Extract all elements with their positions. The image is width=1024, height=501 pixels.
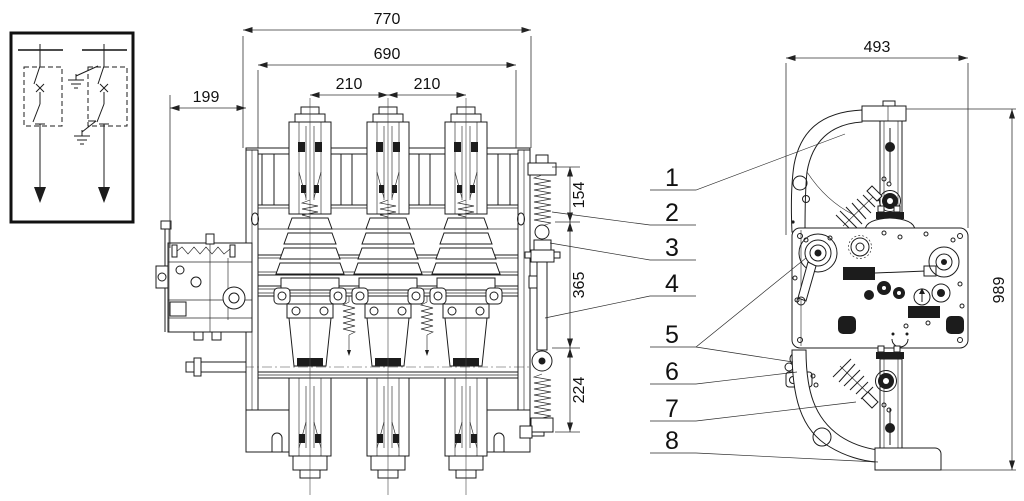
side-view: 493 989	[784, 39, 1016, 471]
side-dimensions: 493 989	[785, 39, 1016, 471]
part-label-6: 6	[665, 358, 679, 386]
mechanism-plate	[791, 227, 969, 349]
switch-symbol-right-with-earthing	[68, 44, 128, 203]
dim-493-label: 493	[864, 39, 891, 56]
dim-199-label: 199	[193, 89, 220, 106]
earth-symbol-bottom	[74, 120, 97, 145]
part-labels: 1 2 3 4 5 6 7 8	[544, 133, 879, 463]
pole-center	[351, 97, 425, 496]
dim-365-label: 365	[571, 272, 588, 299]
upper-contact-arm	[790, 109, 863, 236]
lower-insulator	[832, 358, 879, 409]
part-label-7: 7	[665, 395, 679, 423]
feeder-arrow-icon	[34, 187, 46, 203]
lower-post-and-insulator	[832, 345, 942, 471]
front-view: 770 690 210 210 199	[155, 11, 588, 496]
part-label-5: 5	[665, 321, 679, 349]
tension-spring-right	[420, 295, 434, 357]
dim-210-left-label: 210	[336, 76, 363, 93]
part-label-1: 1	[665, 164, 679, 192]
switch-blade	[536, 261, 548, 351]
tension-spring-left	[342, 295, 356, 357]
upper-insulator	[835, 185, 883, 234]
circuit-symbol-inset	[9, 31, 135, 224]
dim-224-label: 224	[571, 377, 588, 404]
part-label-4: 4	[665, 270, 679, 298]
part-label-2: 2	[665, 199, 679, 227]
side-foot	[874, 447, 942, 471]
dim-690-label: 690	[374, 46, 401, 63]
operating-rod	[185, 357, 247, 377]
operating-mechanism-box	[155, 220, 253, 377]
feeder-arrow-icon	[98, 187, 110, 203]
switch-symbol-left	[18, 44, 63, 203]
part-label-8: 8	[665, 427, 679, 455]
dim-210-right-label: 210	[414, 76, 441, 93]
dim-154-label: 154	[571, 182, 588, 209]
front-dimensions: 770 690 210 210 199	[169, 11, 588, 433]
earth-symbol-top	[68, 65, 99, 89]
lower-contact-arm	[791, 349, 879, 463]
part-label-3: 3	[665, 234, 679, 262]
dim-989-label: 989	[991, 277, 1008, 304]
earthing-blade-column	[519, 154, 561, 439]
dim-770-label: 770	[374, 11, 401, 28]
mechanism-shaft	[222, 286, 246, 310]
